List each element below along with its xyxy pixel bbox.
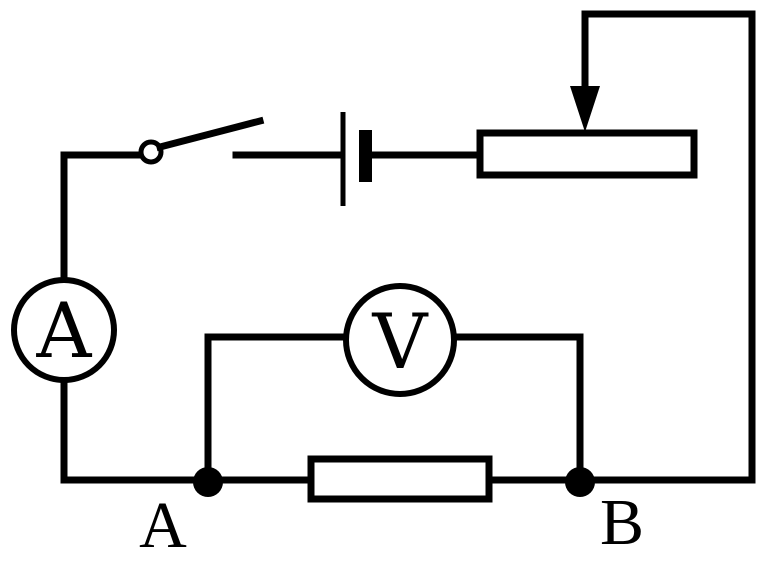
- rheostat-slider-arrow: [570, 86, 600, 132]
- rheostat-body: [476, 129, 698, 179]
- switch-blade: [155, 116, 265, 152]
- wire-left-loop: [60, 151, 312, 484]
- voltmeter: V: [343, 283, 457, 397]
- wire-bottom-right: [486, 10, 756, 484]
- switch-pivot: [138, 139, 164, 165]
- ammeter-symbol: A: [36, 286, 93, 375]
- battery: [340, 112, 372, 206]
- junction-dot-a: [193, 467, 223, 497]
- wire-voltmeter-branch: [204, 333, 584, 484]
- junction-dot-b: [565, 467, 595, 497]
- voltmeter-ring: [343, 283, 457, 397]
- ammeter-ring: [11, 277, 117, 383]
- switch: [138, 116, 265, 165]
- battery-short-plate: [359, 130, 372, 182]
- voltmeter-symbol: V: [372, 297, 429, 386]
- ammeter: A: [11, 277, 117, 383]
- node-label-a: A: [139, 489, 187, 561]
- node-label-b: B: [600, 486, 644, 559]
- resistor: [307, 455, 493, 503]
- rheostat: [476, 86, 698, 179]
